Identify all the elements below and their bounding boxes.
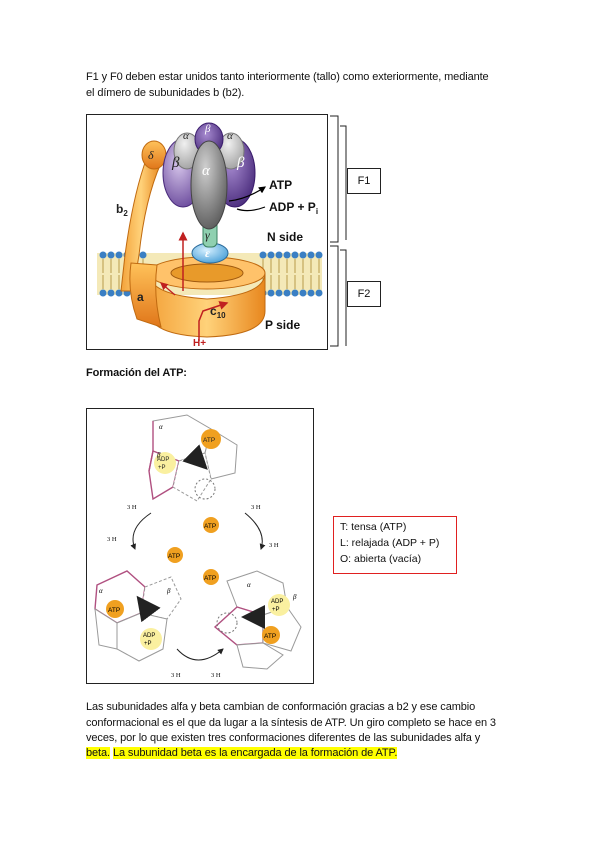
label-beta-top: β	[204, 123, 211, 135]
br-atp: ATP	[264, 633, 276, 640]
label-beta-right: β	[236, 155, 245, 171]
bl-pi: +P	[144, 641, 152, 647]
label-b2: b2	[116, 202, 128, 218]
f2-label-box: F2	[347, 281, 381, 307]
label-adp-pi: ADP + Pi	[269, 200, 318, 216]
section-title: Formación del ATP:	[86, 367, 187, 379]
label-h-plus: H+	[193, 338, 206, 349]
intro-line-1: F1 y F0 deben estar unidos tanto interio…	[86, 71, 489, 83]
bl-atp: ATP	[108, 607, 120, 614]
highlight-sentence: La subunidad beta es la encargada de la …	[112, 747, 398, 759]
hexamer-top: ATP ADP +P α β	[148, 414, 238, 502]
binding-change-diagram: ATP ADP +P α β ATP ATP ATP 3 H 3 H 3 H 3…	[94, 414, 302, 679]
h-label-2: 3 H	[107, 536, 117, 543]
label-atp: ATP	[269, 178, 292, 192]
legend-tense: T: tensa (ATP)	[340, 521, 407, 533]
conformation-legend: T: tensa (ATP) L: relajada (ADP + P) O: …	[333, 516, 457, 574]
label-alpha-center: α	[202, 163, 211, 179]
alpha-front	[190, 140, 228, 230]
delta-subunit	[141, 140, 167, 170]
h-label-3: 3 H	[251, 504, 261, 511]
atp-synthase-figure: α β α β β α δ γ ε b2 a c10 ATP ADP + Pi …	[86, 114, 328, 350]
br-beta: β	[292, 593, 297, 601]
top-adp: ADP	[157, 457, 169, 463]
label-a: a	[137, 290, 144, 304]
a-subunit	[129, 262, 162, 328]
label-n-side: N side	[267, 230, 303, 244]
mid-atp-3: ATP	[204, 575, 216, 582]
h-label-1: 3 H	[127, 504, 137, 511]
closing-line-1: Las subunidades alfa y beta cambian de c…	[86, 701, 476, 713]
br-pi: +P	[272, 607, 280, 613]
label-alpha-top-left: α	[183, 130, 189, 142]
label-c10: c10	[210, 304, 226, 320]
closing-line-4: beta. La subunidad beta es la encargada …	[86, 746, 397, 761]
hexamer-bottom-right: ADP +P ATP α β	[213, 570, 302, 670]
bl-alpha: α	[99, 587, 103, 595]
h-label-4: 3 H	[269, 542, 279, 549]
proton-entry-arrow	[160, 282, 176, 296]
bl-adp: ADP	[143, 633, 155, 639]
br-adp: ADP	[271, 599, 283, 605]
mid-atp-1: ATP	[204, 523, 216, 530]
binding-change-figure: ATP ADP +P α β ATP ATP ATP 3 H 3 H 3 H 3…	[86, 408, 314, 684]
h-label-6: 3 H	[211, 672, 221, 679]
label-gamma: γ	[205, 228, 210, 242]
highlight-beta: beta.	[86, 747, 110, 759]
legend-open: O: abierta (vacía)	[340, 553, 422, 565]
atp-arrow	[228, 186, 266, 202]
h-label-5: 3 H	[171, 672, 181, 679]
proton-path-arrow	[198, 301, 229, 341]
f1-label-box: F1	[347, 168, 381, 194]
top-pi: +P	[158, 465, 166, 471]
closing-line-3: veces, por lo que existen tres conformac…	[86, 732, 481, 744]
br-alpha: α	[247, 581, 251, 589]
bracket-lines	[330, 115, 347, 347]
label-p-side: P side	[265, 318, 300, 332]
bl-beta: β	[166, 587, 171, 595]
c10-ring	[148, 256, 266, 338]
top-atp: ATP	[203, 437, 215, 444]
legend-relaxed: L: relajada (ADP + P)	[340, 537, 440, 549]
top-beta: β	[156, 451, 161, 459]
b2-stalk	[120, 156, 162, 292]
atp-synthase-diagram: α β α β β α δ γ ε b2 a c10 ATP ADP + Pi …	[97, 122, 323, 349]
intro-line-2: el dímero de subunidades b (b2).	[86, 87, 245, 99]
label-beta-left: β	[171, 155, 180, 171]
hexamer-bottom-left: ATP ADP +P α β	[94, 570, 182, 662]
label-alpha-top-right: α	[227, 130, 233, 142]
label-delta: δ	[148, 148, 154, 162]
closing-line-2: conformacional es el que da lugar a la s…	[86, 717, 496, 729]
label-epsilon: ε	[205, 246, 210, 260]
mid-atp-2: ATP	[168, 553, 180, 560]
top-alpha: α	[159, 423, 163, 431]
adp-arrow	[236, 206, 266, 212]
